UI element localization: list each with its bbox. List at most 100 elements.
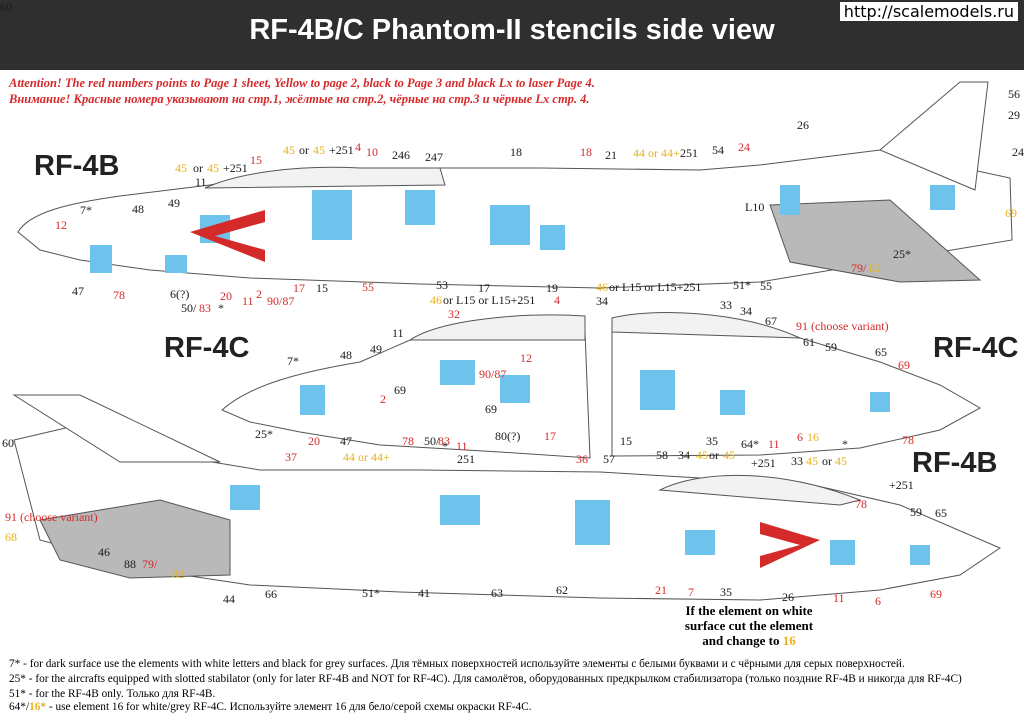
variant-title-rf4c-right: RF-4C — [933, 332, 1019, 364]
stencil-callout: 67 — [765, 314, 777, 328]
stencil-callout: 44 or 44+ — [343, 450, 390, 464]
stencil-callout: 11 — [242, 294, 254, 308]
stencil-callout: 45 — [696, 448, 708, 462]
watermark-url[interactable]: http://scalemodels.ru — [839, 2, 1018, 21]
stencil-callout: 79/ — [142, 557, 158, 571]
stencil-callout: 26 — [797, 118, 809, 132]
stencil-callout: 78 — [113, 288, 125, 302]
stencil-callout: 56 — [1008, 87, 1020, 101]
stencil-callout: 12 — [55, 218, 67, 232]
stencil-callout: 90/87 — [267, 294, 295, 308]
stencil-callout: 41 — [418, 586, 430, 600]
stencil-callout: or — [193, 161, 203, 175]
stencil-callout: +251 — [751, 456, 776, 470]
stencil-callout: 59 — [910, 505, 922, 519]
stencil-callout: or L15 or L15+251 — [443, 293, 536, 307]
stencil-callout: 246 — [392, 148, 410, 162]
footnote-64: 64*/16* - use element 16 for white/grey … — [9, 701, 532, 713]
stencil-callout: * — [218, 301, 224, 315]
stencil-callout: 26 — [782, 590, 794, 604]
stencil-callout: 48 — [132, 202, 144, 216]
stencil-callout: 34 — [678, 448, 690, 462]
stencil-callout: 62 — [556, 583, 568, 597]
stencil-callout: 66 — [265, 587, 277, 601]
stencil-callout: 24 — [738, 140, 750, 154]
stencil-callout: or — [709, 448, 719, 462]
stencil-callout: 61 — [803, 335, 815, 349]
stencil-callout: 69 — [930, 587, 942, 601]
stencil-callout: 4 — [554, 293, 560, 307]
cut-element-note: If the element on white surface cut the … — [668, 603, 830, 648]
stencil-callout: 83 — [438, 434, 450, 448]
stencil-callout: +251 — [223, 161, 248, 175]
stencil-callout: 11 — [195, 175, 207, 189]
stencil-callout: 83 — [199, 301, 211, 315]
cut-note-line-3: and change to — [702, 633, 780, 648]
attention-note-en: Attention! The red numbers points to Pag… — [9, 76, 595, 90]
stencil-callout: 20 — [308, 434, 320, 448]
stencil-callout: +251 — [889, 478, 914, 492]
stencil-callout: 51* — [733, 278, 751, 292]
header-bar: RF-4B/C Phantom-II stencils side view ht… — [0, 0, 1024, 70]
stencil-callout: 11 — [768, 437, 780, 451]
aircraft-drawings — [12, 81, 1013, 601]
stencil-callout: 7* — [287, 354, 299, 368]
stencil-callout: 17 — [544, 429, 556, 443]
stencil-callout: 25* — [255, 427, 273, 441]
footnote-64-prefix: 64*/ — [9, 701, 30, 713]
stencil-callout: 47 — [340, 434, 352, 448]
stencil-callout: 46 — [596, 280, 608, 294]
stencil-callout: 44 or 44+ — [633, 146, 680, 160]
stencil-callout: 34 — [740, 304, 752, 318]
stencil-callout: 2 — [380, 392, 386, 406]
stencil-callout: 11 — [456, 439, 468, 453]
stencil-callout: 32 — [448, 307, 460, 321]
stencil-callout: 45 — [175, 161, 187, 175]
stencil-callout: 2 — [256, 287, 262, 301]
stencil-callout: 78 — [402, 434, 414, 448]
stencil-callout: 64* — [741, 437, 759, 451]
stencil-callout: 17 — [478, 281, 490, 295]
stencil-callout: 35 — [720, 585, 732, 599]
stencil-callout: 35 — [706, 434, 718, 448]
stencil-callout: 88 — [124, 557, 136, 571]
stencil-callout: 18 — [580, 145, 592, 159]
stencil-callout: 6 — [875, 594, 881, 608]
stencil-callout: 15 — [250, 153, 262, 167]
red-chevron-markings — [190, 210, 820, 568]
stencil-callout: 45 — [207, 161, 219, 175]
stencil-callout: 36 — [576, 452, 588, 466]
stencil-callout: * — [842, 437, 848, 451]
stencil-callout: 6 — [797, 430, 803, 444]
stencil-callout: 45 — [806, 454, 818, 468]
footnote-64-text: - use element 16 for white/grey RF-4C. И… — [46, 701, 532, 713]
variant-title-rf4b-top: RF-4B — [34, 150, 120, 182]
stencil-callout: 69 — [1005, 206, 1017, 220]
stencil-callout: 12 — [520, 351, 532, 365]
stencil-callout: 50/ — [181, 301, 197, 315]
stencil-callout: 33 — [720, 298, 732, 312]
attention-note-ru: Внимание! Красные номера указывают на ст… — [9, 92, 590, 106]
stencil-callout: 49 — [168, 196, 180, 210]
stencil-callout: 50/ — [424, 434, 440, 448]
stencil-callout: 45 — [723, 448, 735, 462]
stencil-callout: 47 — [72, 284, 84, 298]
stencil-callout: 46 — [430, 293, 442, 307]
stencil-callout: 45 — [835, 454, 847, 468]
stencil-callout: 21 — [605, 148, 617, 162]
stencil-callout: 7 — [688, 585, 694, 599]
stencil-callout: 19 — [546, 281, 558, 295]
cut-note-line-2: surface cut the element — [684, 618, 814, 633]
stencil-callout: 57 — [603, 452, 615, 466]
stencil-callout: * — [442, 439, 448, 453]
stencil-callout: 10 — [366, 145, 378, 159]
variant-title-rf4b-bottom: RF-4B — [912, 447, 998, 479]
stencil-callout: 11 — [833, 591, 845, 605]
stencil-callout: 48 — [340, 348, 352, 362]
stencil-callout: 45 — [313, 143, 325, 157]
stencil-callout: 68 — [5, 530, 17, 544]
stencil-callout: 63 — [491, 586, 503, 600]
footnote-64-yellow: 16* — [29, 701, 47, 713]
stencil-callout: 82 — [869, 261, 881, 275]
stencil-callout: 24 — [1012, 145, 1024, 159]
